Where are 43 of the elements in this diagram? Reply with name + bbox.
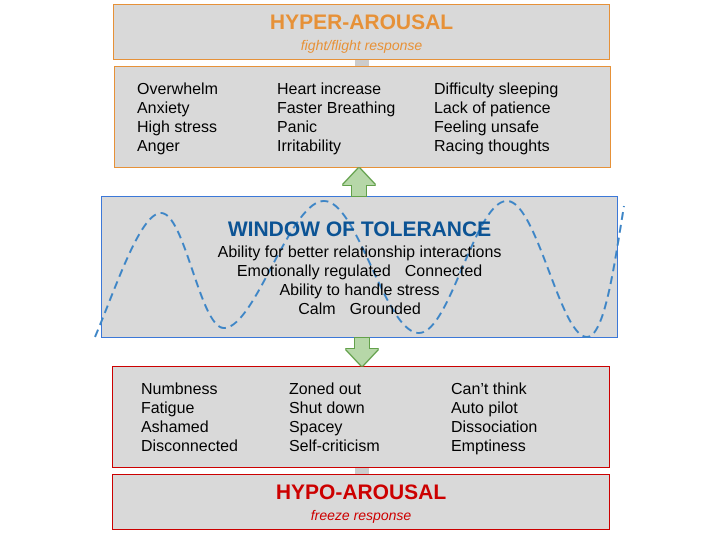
symptom-text: Spacey [289,418,342,437]
window-text: Connected [404,262,482,281]
window-text: Ability for better relationship interactions [218,243,502,262]
state-banner [112,474,610,530]
symptom-text: Ashamed [141,418,209,437]
window-text: Ability to handle stress [279,281,440,300]
window-title: WINDOW OF TOLERANCE [228,217,492,243]
symptom-text: Faster Breathing [277,99,396,118]
window-text: Grounded [350,300,421,319]
symptom-panel [112,366,610,468]
symptom-panel [114,66,611,168]
state-subtitle: fight/flight response [300,36,422,54]
symptom-text: Racing thoughts [434,137,550,156]
symptom-text: Auto pilot [451,399,518,418]
symptom-text: Emptiness [451,437,526,456]
symptom-text: Irritability [277,137,342,156]
symptom-text: Disconnected [141,437,238,456]
symptom-text: Numbness [141,380,218,399]
state-subtitle: freeze response [310,506,412,524]
symptom-text: Can’t think [451,380,527,399]
symptom-text: Lack of patience [434,99,551,118]
connector-bar [355,468,369,474]
state-title: HYPO-AROUSAL [276,481,446,505]
symptom-text: Self-criticism [289,437,380,456]
symptom-text: High stress [137,118,218,137]
window-text: Emotionally regulated [236,262,391,281]
symptom-text: Panic [277,118,318,137]
symptom-text: Overwhelm [137,80,218,99]
symptom-text: Anxiety [137,99,190,118]
symptom-text: Zoned out [289,380,362,399]
symptom-text: Difficulty sleeping [434,80,558,99]
block-arrow [343,168,375,196]
block-arrow [346,338,378,366]
symptom-text: Heart increase [277,80,382,99]
window-text: Calm [298,300,336,319]
state-banner [113,4,610,60]
symptom-text: Feeling unsafe [434,118,539,137]
connector-bar [355,60,369,66]
symptom-text: Fatigue [141,399,194,418]
state-title: HYPER-AROUSAL [270,11,454,35]
symptom-text: Dissociation [451,418,538,437]
symptom-text: Anger [137,137,180,156]
symptom-text: Shut down [289,399,365,418]
